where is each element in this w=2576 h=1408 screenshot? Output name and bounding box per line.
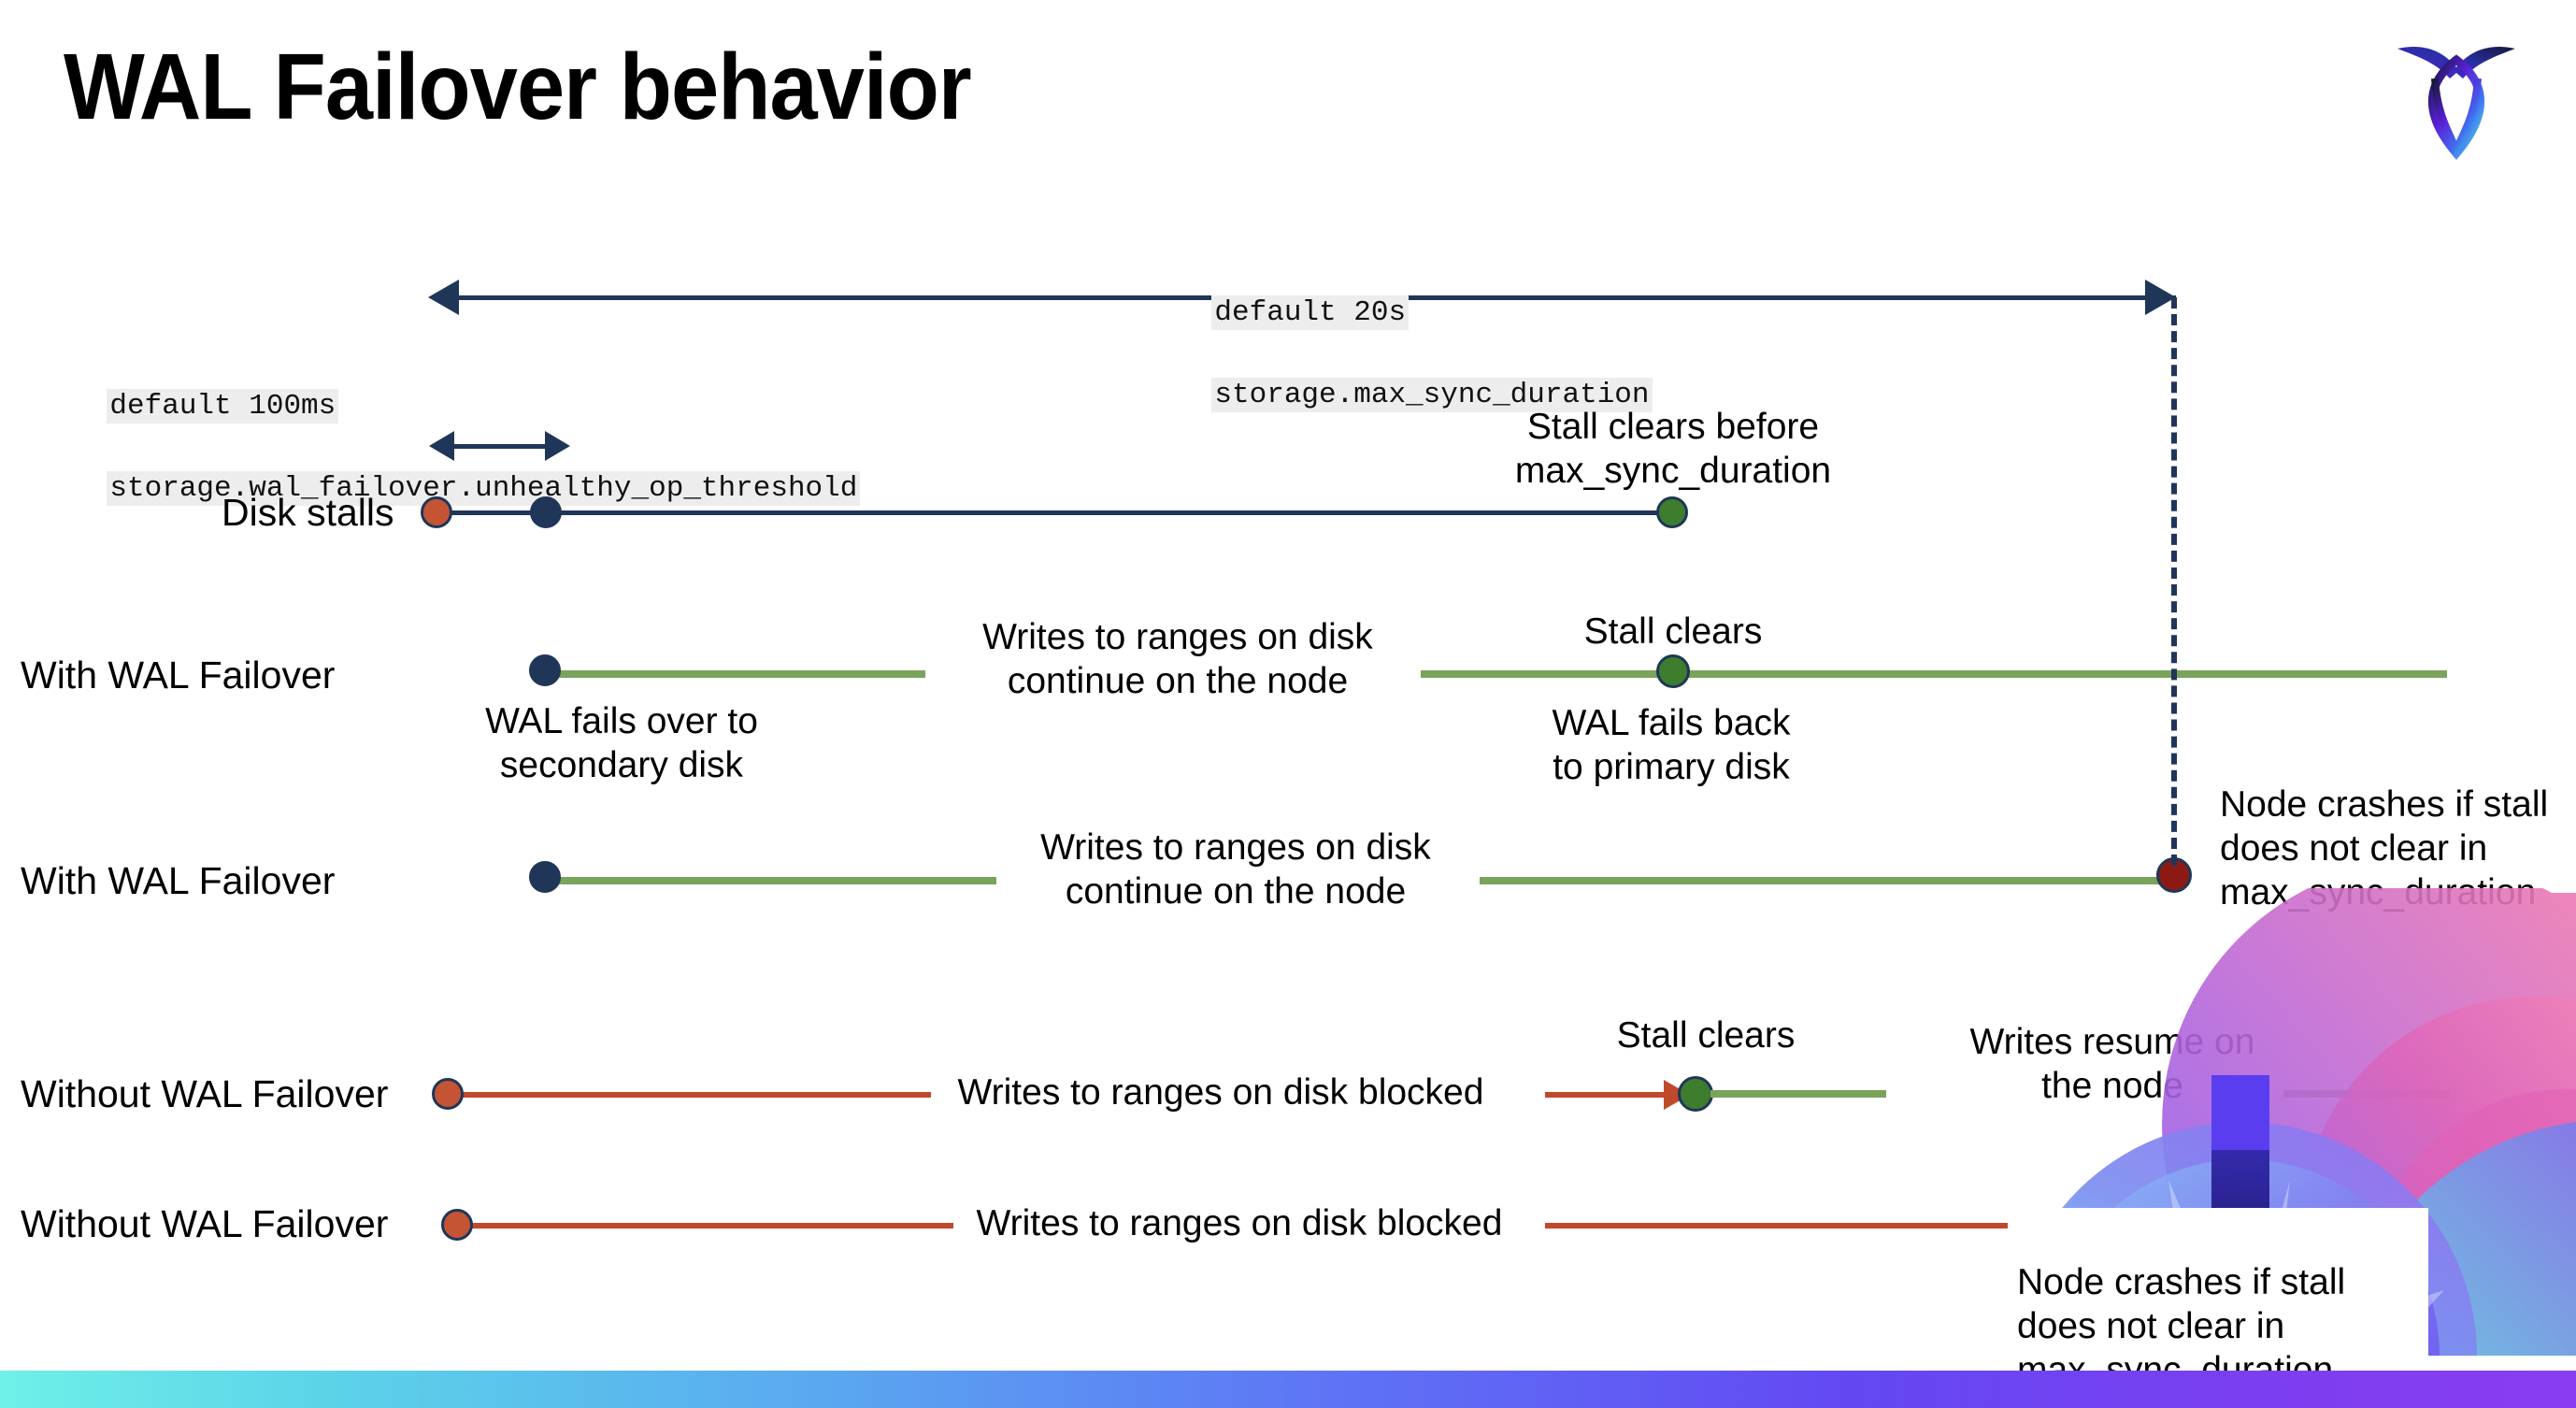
annotation-writes-blocked-row4: Writes to ranges on disk blocked <box>957 1072 1484 1113</box>
without-failover-1-resume-line-a <box>1710 1090 1886 1098</box>
row-label-without-wal-failover-1: Without WAL Failover <box>21 1072 389 1115</box>
bottom-gradient-bar <box>0 1371 2576 1408</box>
row-label-disk-stalls: Disk stalls <box>222 491 394 534</box>
annotation-stall-clears-before-max-sync: Stall clears before max_sync_duration <box>1514 407 1832 491</box>
wal-failover-2-segment-a <box>548 877 996 884</box>
max-sync-arrow-left-head <box>428 280 459 315</box>
annotation-writes-blocked-row5: Writes to ranges on disk blocked <box>976 1203 1503 1243</box>
threshold-span-line <box>452 444 550 449</box>
threshold-arrow-right-head <box>545 431 570 461</box>
wal-failover-2-start-dot <box>529 861 561 893</box>
without-failover-2-blocked-line-b <box>1545 1223 2145 1228</box>
unhealthy-op-threshold-callout: default 100ms storage.wal_failover.unhea… <box>37 345 861 551</box>
wal-failover-1-stall-clears-dot <box>1656 654 1690 688</box>
max-sync-default-label: default 20s <box>1211 295 1410 330</box>
disk-stall-clears-dot <box>1656 496 1688 528</box>
annotation-writes-continue-row2: Writes to ranges on disk continue on the… <box>982 617 1373 701</box>
cockroachdb-logo <box>2386 26 2526 165</box>
annotation-wal-fails-back: WAL fails back to primary disk <box>1552 703 1791 787</box>
without-failover-2-start-dot <box>441 1209 473 1241</box>
unhealthy-default-label: default 100ms <box>107 389 339 424</box>
disk-stall-start-dot <box>421 496 452 528</box>
unhealthy-setting-label: storage.wal_failover.unhealthy_op_thresh… <box>107 471 861 506</box>
row-label-without-wal-failover-2: Without WAL Failover <box>21 1202 389 1245</box>
row-label-with-wal-failover-2: With WAL Failover <box>21 859 336 902</box>
wal-failover-1-start-dot <box>529 654 561 686</box>
annotation-stall-clears-row4: Stall clears <box>1616 1015 1796 1056</box>
max-sync-setting-label: storage.max_sync_duration <box>1211 378 1653 412</box>
without-failover-1-stall-clears-dot <box>1678 1076 1713 1112</box>
disk-stall-detected-dot <box>530 496 562 528</box>
threshold-arrow-left-head <box>429 431 454 461</box>
wal-failover-1-segment-a <box>548 670 925 678</box>
wal-failover-2-segment-b <box>1480 877 2173 884</box>
row-label-with-wal-failover-1: With WAL Failover <box>21 654 336 697</box>
max-sync-arrow-right-head <box>2145 280 2176 315</box>
annotation-wal-fails-over: WAL fails over to secondary disk <box>485 701 758 785</box>
without-failover-1-blocked-line-a <box>456 1092 931 1098</box>
max-sync-duration-callout: default 20s storage.max_sync_duration <box>1142 251 1653 457</box>
without-failover-2-blocked-line-a <box>467 1223 953 1228</box>
page-title: WAL Failover behavior <box>64 35 972 139</box>
without-failover-1-start-dot <box>432 1078 464 1110</box>
annotation-stall-clears-row2: Stall clears <box>1583 611 1763 652</box>
without-failover-1-blocked-line-b <box>1545 1092 1676 1098</box>
wal-failover-1-segment-b <box>1421 670 2447 678</box>
max-sync-deadline-dashed-connector <box>2171 297 2177 866</box>
disk-stalls-timeline <box>441 510 1677 515</box>
annotation-writes-continue-row3: Writes to ranges on disk continue on the… <box>1040 827 1431 912</box>
